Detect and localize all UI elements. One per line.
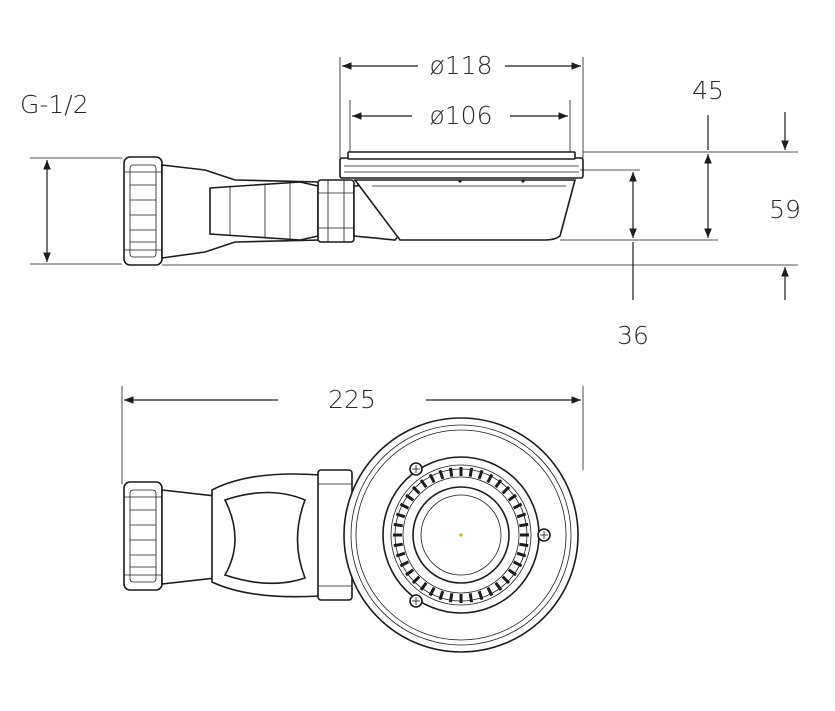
grate-slot	[507, 568, 517, 577]
grate-slots	[393, 467, 529, 603]
top-flange-side	[339, 151, 584, 179]
h45-label: 45	[692, 76, 724, 105]
grate-slot	[519, 542, 529, 548]
outlet-nut-top	[123, 481, 163, 591]
grate-slot	[477, 469, 484, 480]
d106-label: ø106	[429, 101, 492, 130]
outlet-pipe-side	[161, 164, 321, 259]
screw-top	[409, 462, 423, 476]
outlet-pipe-top	[161, 489, 216, 585]
screw-bottom	[409, 594, 423, 608]
grate-slot	[399, 502, 410, 510]
grate-slot	[494, 479, 503, 489]
grate-slot	[399, 560, 410, 568]
grate-slot	[405, 493, 415, 502]
grate-slot	[411, 575, 421, 585]
grate-slot	[411, 485, 421, 495]
grate-slot	[486, 586, 494, 597]
grate-slot	[438, 469, 445, 480]
grate-slot	[494, 581, 503, 591]
top-view: 225	[121, 385, 584, 653]
side-view: G-1/2	[20, 51, 801, 350]
coupling-nut-top	[317, 469, 353, 601]
grate-slot	[448, 593, 454, 603]
grate-slot	[477, 590, 484, 601]
drain-flange-top	[343, 417, 579, 653]
grate-slot	[501, 575, 511, 585]
grate-slot	[395, 551, 406, 558]
h36-label: 36	[617, 321, 649, 350]
d118-label: ø118	[429, 51, 492, 80]
screw-right	[537, 528, 551, 542]
grate-slot	[512, 502, 523, 510]
grate-slot	[393, 522, 403, 528]
grate-slot	[405, 568, 415, 577]
grate-slot	[486, 473, 494, 484]
grate-slot	[419, 479, 428, 489]
outlet-nut-side	[123, 156, 163, 266]
grate-slot	[395, 512, 406, 519]
grate-slot	[507, 493, 517, 502]
drain-body-side	[353, 179, 577, 241]
grate-slot	[428, 586, 436, 597]
grate-slot	[519, 522, 529, 528]
grate-slot	[419, 581, 428, 591]
grate-slot	[448, 467, 454, 477]
grate-slot	[512, 560, 523, 568]
h59-label: 59	[769, 195, 801, 224]
grate-slot	[468, 467, 474, 477]
grate-slot	[393, 542, 403, 548]
thread-label: G-1/2	[20, 90, 89, 119]
grate-slot	[428, 473, 436, 484]
grate-slot	[501, 485, 511, 495]
l225-label: 225	[328, 385, 376, 414]
grate-slot	[438, 590, 445, 601]
grate-slot	[468, 593, 474, 603]
grate-slot	[516, 512, 527, 519]
coupling-nut-side	[317, 179, 355, 243]
grate-slot	[516, 551, 527, 558]
elbow-top	[211, 473, 321, 598]
center-dot	[459, 533, 463, 537]
